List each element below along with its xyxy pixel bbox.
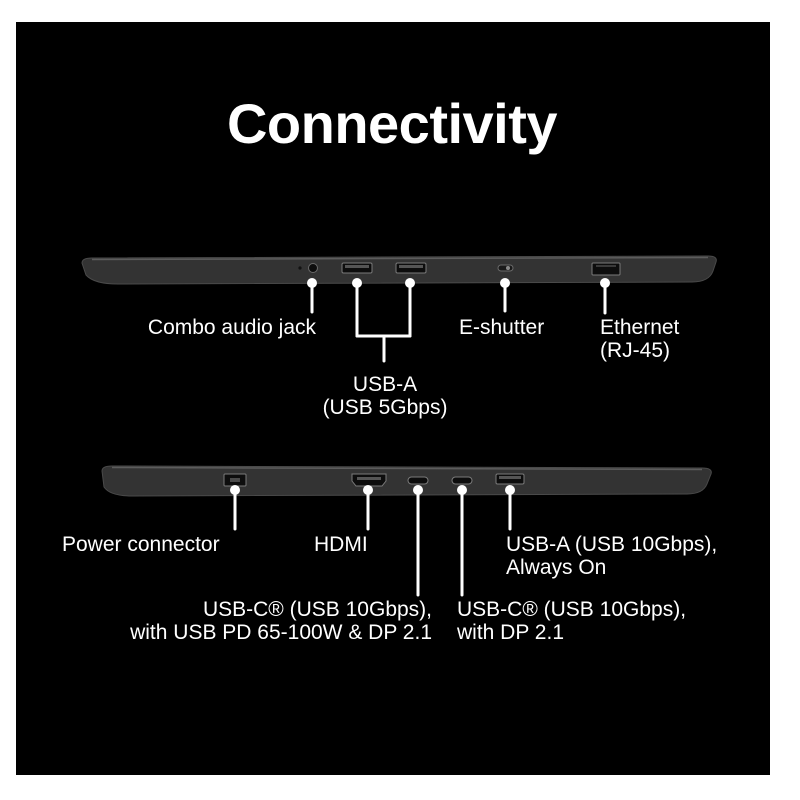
usb-a-port-2-tongue [399, 265, 423, 268]
mic-hole [298, 266, 302, 270]
usb-a-port-1-tongue [345, 265, 369, 268]
bottom-leader-lines [230, 485, 515, 597]
power-connector-pin [230, 478, 240, 482]
leader-ethernet-dot [600, 278, 610, 288]
leader-e-shutter-dot [500, 278, 510, 288]
bottom-chassis-highlight [111, 466, 703, 471]
label-usb-c-dp-line2: with DP 2.1 [457, 621, 564, 644]
usb-c-port-1 [407, 476, 429, 485]
ethernet-port [591, 262, 621, 276]
label-usb-a-10gbps: USB-A (USB 10Gbps), Always On [506, 533, 717, 579]
label-usb-a-5gbps-line2: (USB 5Gbps) [322, 396, 448, 419]
label-hdmi: HDMI [314, 533, 368, 556]
label-usb-a-10gbps-line2: Always On [506, 556, 607, 579]
label-e-shutter: E-shutter [459, 316, 544, 339]
e-shutter-switch [497, 264, 514, 272]
label-usb-a-5gbps-line1: USB-A [352, 373, 418, 396]
bottom-laptop-edge [101, 465, 712, 497]
black-panel [16, 22, 770, 775]
label-ethernet-line1: Ethernet [600, 316, 680, 339]
label-usb-c-pd: USB-C® (USB 10Gbps), with USB PD 65-100W… [130, 598, 432, 644]
label-e-shutter-line1: E-shutter [459, 316, 545, 339]
hdmi-port-tongue [357, 477, 381, 480]
leader-audio-dot [307, 278, 317, 288]
page-title: Connectivity [226, 92, 558, 155]
leader-usb-c-1-dot [413, 485, 423, 495]
combo-audio-jack-port [308, 263, 318, 273]
label-power-connector-line1: Power connector [62, 533, 220, 556]
label-usb-a-5gbps: USB-A (USB 5Gbps) [285, 373, 485, 419]
label-ethernet: Ethernet (RJ-45) [600, 316, 679, 362]
label-usb-c-pd-line1: USB-C® (USB 10Gbps), [202, 598, 432, 621]
label-combo-audio-jack: Combo audio jack [148, 316, 316, 339]
top-leader-lines [307, 278, 610, 363]
usb-a-port-3-tongue [499, 476, 521, 479]
label-hdmi-line1: HDMI [314, 533, 368, 556]
leader-power-dot [230, 485, 240, 495]
bottom-chassis-edge [101, 465, 712, 497]
e-shutter-knob [506, 266, 510, 270]
label-ethernet-line2: (RJ-45) [600, 339, 671, 362]
top-laptop-edge [81, 255, 717, 285]
label-usb-c-dp: USB-C® (USB 10Gbps), with DP 2.1 [457, 598, 686, 644]
usb-c-port-2 [451, 476, 473, 485]
label-usb-c-dp-line1: USB-C® (USB 10Gbps), [457, 598, 687, 621]
leader-usb-a-1-dot [352, 278, 362, 288]
label-usb-c-pd-line2: with USB PD 65-100W & DP 2.1 [130, 621, 432, 644]
label-usb-a-10gbps-line1: USB-A (USB 10Gbps), [506, 533, 718, 556]
leader-usb-c-2-dot [457, 485, 467, 495]
label-power-connector: Power connector [62, 533, 220, 556]
top-chassis-highlight [91, 256, 709, 261]
label-combo-audio-jack-line1: Combo audio jack [147, 316, 316, 339]
leader-hdmi-dot [363, 485, 373, 495]
leader-usb-a-2-dot [405, 278, 415, 288]
leader-usb-a-10-dot [505, 485, 515, 495]
